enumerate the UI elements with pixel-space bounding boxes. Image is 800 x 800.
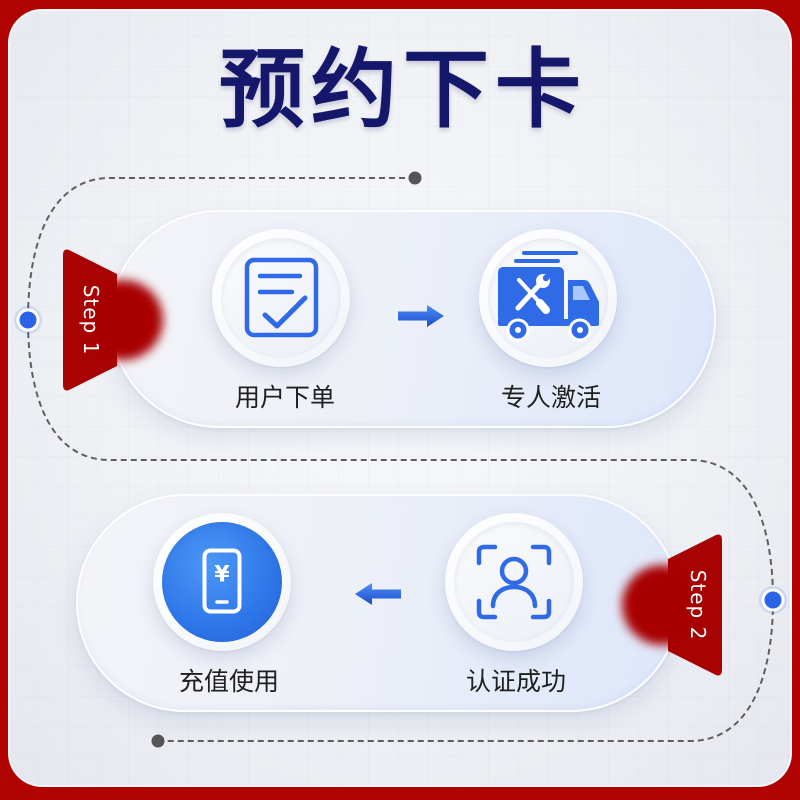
step-2-first-icon-circle	[445, 513, 583, 651]
arrow-left-icon	[355, 583, 401, 605]
scan-corner	[476, 544, 498, 566]
person-head	[499, 556, 529, 586]
end-dot	[151, 734, 165, 748]
truck-wheel-hub	[577, 327, 583, 333]
page-title: 预约下卡	[219, 40, 587, 140]
checklist-icon	[244, 257, 319, 338]
phone-payment-icon: ¥	[202, 548, 242, 614]
wrench-screwdriver-icon	[515, 278, 550, 314]
icon-circle-inner	[454, 522, 574, 642]
face-scan-icon	[476, 544, 552, 620]
badge-glow	[622, 565, 702, 645]
step-1-dot	[16, 308, 40, 332]
step-1-badge: Step 1	[63, 249, 163, 391]
scan-corner	[530, 544, 552, 566]
step-1-second-label: 专人激活	[500, 383, 601, 412]
step-2-second-icon-circle: ¥	[153, 513, 291, 651]
badge-glow	[83, 280, 163, 360]
check-mark-icon	[262, 295, 308, 329]
arrow-right-icon	[398, 305, 444, 327]
yuan-symbol: ¥	[214, 563, 230, 588]
phone-outline	[202, 548, 242, 614]
document-outline	[244, 257, 319, 338]
truck-wheel-hub	[515, 327, 521, 333]
step-2-second-label: 充值使用	[178, 667, 279, 696]
step-1-badge-label: Step 1	[79, 285, 103, 356]
step-2-badge-label: Step 2	[686, 570, 710, 641]
truck-window	[573, 286, 590, 300]
step-2-dot	[761, 588, 785, 612]
step-2-badge: Step 2	[622, 534, 722, 676]
wrench-notch	[542, 274, 550, 282]
step-1-first-icon-circle	[212, 229, 350, 367]
step-1-second-icon-circle	[479, 229, 617, 367]
scan-corner	[530, 598, 552, 620]
start-dot	[408, 171, 422, 185]
icon-circle-inner	[221, 238, 341, 358]
step-2-first-label: 认证成功	[465, 667, 566, 696]
repair-truck-icon	[498, 251, 599, 342]
speed-lines	[514, 251, 578, 263]
flow-line	[26, 177, 775, 742]
truck-cab	[568, 280, 599, 323]
icon-circle-inner: ¥	[162, 522, 282, 642]
person-shoulders	[490, 584, 538, 609]
step-1-first-label: 用户下单	[234, 383, 335, 412]
scan-corner	[476, 598, 498, 620]
icon-circle-inner	[488, 238, 608, 358]
